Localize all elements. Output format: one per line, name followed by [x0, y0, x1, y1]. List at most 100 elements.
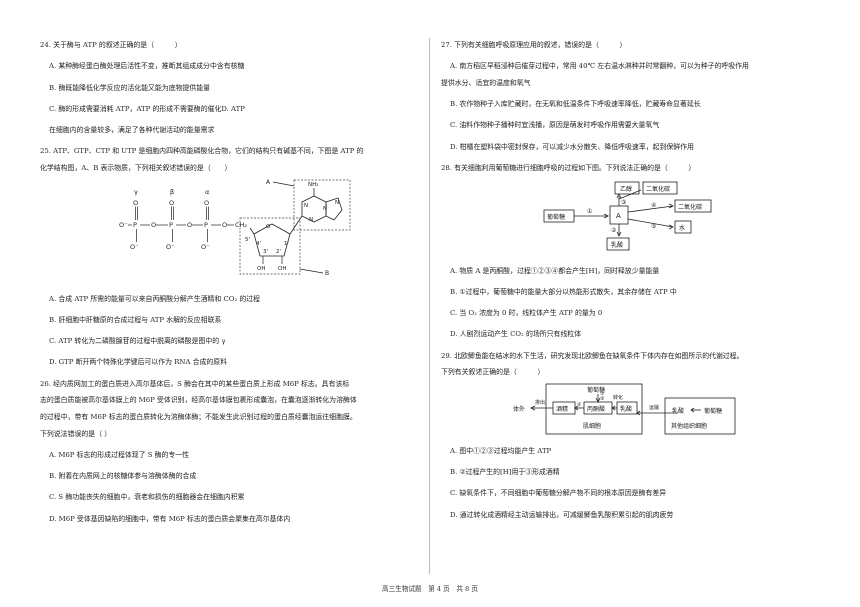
- atp-structure-figure: γ β α O O O O⁻ P O P O P O: [40, 176, 418, 288]
- o-minus-left: O⁻: [119, 221, 128, 229]
- convert-label: 转化: [613, 394, 623, 401]
- n-label-4: N: [309, 217, 313, 223]
- question-24: 24. 关于酶与 ATP 的叙述正确的是（ ） A. 某种酶经蛋白酶处理后活性不…: [40, 40, 418, 136]
- step1-label: ①: [587, 208, 592, 215]
- carp-metabolism-diagram: 体外 排出 酒精 葡萄糖 丙酮酸 转化 乳酸 肌细胞 运输 乳酸 葡萄糖 其他组…: [513, 383, 736, 435]
- q26-stem-line2: 志的蛋白质能被高尔基体膜上的 M6P 受体识别，经高尔基体膜包裹形成囊泡，在囊泡…: [40, 396, 357, 405]
- question-26: 26. 经内质网加工的蛋白质进入高尔基体后，S 酶会在其中的某些蛋白质上形成 M…: [40, 379, 418, 525]
- o-top-beta: O: [169, 199, 174, 207]
- a-label: A: [616, 212, 621, 220]
- q26-option-a: A. M6P 标志的形成过程体现了 S 酶的专一性: [49, 450, 190, 459]
- q29-option-d: D. 通过转化成酒精经主动运输排出，可减缓鲫鱼乳酸积累引起的肌肉疲劳: [450, 510, 674, 519]
- step2-label: ②: [577, 402, 582, 408]
- o-bridge-3: O: [222, 221, 227, 229]
- lactate-label: 乳酸: [611, 241, 623, 249]
- glucose-other-label: 葡萄糖: [704, 407, 722, 415]
- box-b-ribose: [239, 217, 301, 274]
- q29-stem-line1: 29. 北欧鲫鱼能在结冰的水下生活，研究发现北欧鲫鱼在缺氧条件下体内存在如图所示…: [441, 351, 744, 360]
- nh2-label: NH₂: [308, 182, 318, 188]
- box-a-adenine: [293, 179, 351, 230]
- q26-stem-line3: 的过程中，带有 M6P 标志的蛋白质转化为溶酶体酶；不能发生此识别过程的蛋白质经…: [40, 412, 357, 421]
- q25-stem-line2: 化学结构图，A、B 表示物质，下列相关叙述错误的是（ ）: [40, 164, 232, 172]
- q24-option-b: B. 酶既能降低化学反应的活化能又能为底物提供能量: [49, 83, 211, 92]
- q24-stem: 24. 关于酶与 ATP 的叙述正确的是（ ）: [40, 41, 182, 49]
- p-beta: P: [169, 221, 173, 229]
- q27-option-a-line1: A. 南方稻区早稻浸种后催芽过程中，常用 40℃ 左右温水淋种并时常翻种，可以为…: [450, 62, 749, 71]
- co2-right-label: 二氧化碳: [678, 203, 702, 211]
- transport-label: 运输: [649, 404, 659, 411]
- ethanol-label: 乙醇: [620, 185, 632, 193]
- q27-option-a-line2: 提供水分、适宜的温度和氧气: [441, 78, 531, 87]
- q26-option-d: D. M6P 受体基因缺陷的细胞中，带有 M6P 标志的蛋白质会聚集在高尔基体内: [49, 514, 291, 523]
- c5-label: 5': [245, 237, 250, 243]
- lactate-box: [606, 237, 630, 250]
- q28-stem: 28. 有关细胞利用葡萄糖进行细胞呼吸的过程如下图。下列说法正确的是（ ）: [441, 164, 696, 172]
- q25-option-c: C. ATP 转化为二磷酸腺苷的过程中脱离的磷酸是图中的 γ: [49, 337, 226, 346]
- column-divider: [429, 38, 430, 574]
- o-minus-alpha: O⁻: [201, 243, 210, 251]
- lactate-other-label: 乳酸: [672, 407, 684, 415]
- question-25: 25. ATP、GTP、CTP 和 UTP 是细胞内四种高能磷酸化合物，它们的结…: [40, 146, 418, 368]
- muscle-cell-box: [545, 383, 643, 435]
- page-footer: 高三生物试题 第 4 页 共 8 页: [382, 585, 478, 593]
- p-gamma: P: [133, 221, 137, 229]
- p-alpha: P: [204, 221, 208, 229]
- o-minus-gamma: O⁻: [130, 243, 139, 251]
- n-label-3: N: [335, 200, 339, 206]
- gamma-label: γ: [134, 188, 138, 196]
- excrete-label: 排出: [535, 399, 545, 406]
- left-column: 24. 关于酶与 ATP 的叙述正确的是（ ） A. 某种酶经蛋白酶处理后活性不…: [40, 40, 418, 535]
- o-minus-beta: O⁻: [166, 243, 175, 251]
- q26-stem-line1: 26. 经内质网加工的蛋白质进入高尔基体后，S 酶会在其中的某些蛋白质上形成 M…: [40, 379, 350, 388]
- ethanol-box: [614, 181, 640, 194]
- water-box: [674, 220, 692, 233]
- q25-option-a: A. 合成 ATP 所需的能量可以来自丙酮酸分解产生酒精和 CO₂ 的过程: [49, 294, 261, 303]
- respiration-figure: 葡萄糖 A 乙醇 二氧化碳 二氧化碳 水 乳酸 ① ② ③ ④ ⑤: [441, 176, 826, 260]
- co2-top-label: 二氧化碳: [646, 185, 670, 193]
- ch2-label: CH₂: [235, 221, 247, 229]
- water-label: 水: [679, 224, 685, 232]
- q27-option-c: C. 油料作物种子播种时宜浅播，原因是萌发时呼吸作用需要大量氧气: [450, 121, 660, 130]
- q24-option-a: A. 某种酶经蛋白酶处理后活性不变，推断其组成成分中含有核糖: [49, 62, 245, 71]
- co2-top-box: [642, 181, 678, 194]
- o-bridge-2: O: [187, 221, 192, 229]
- q25-stem-line1: 25. ATP、GTP、CTP 和 UTP 是细胞内四种高能磷酸化合物，它们的结…: [40, 147, 364, 156]
- n-label-1: N: [304, 203, 308, 209]
- q28-option-a: A. 物质 A 是丙酮酸，过程①②③④都会产生[H]，同时释放少量能量: [450, 266, 660, 275]
- ethanol-label: 酒精: [556, 405, 568, 413]
- q27-stem: 27. 下列有关细胞呼吸原理应用的叙述，错误的是（ ）: [441, 41, 627, 49]
- carp-metabolism-figure: 体外 排出 酒精 葡萄糖 丙酮酸 转化 乳酸 肌细胞 运输 乳酸 葡萄糖 其他组…: [441, 380, 826, 440]
- q24-option-c: C. 酶的形成需要消耗 ATP，ATP 的形成不需要酶的催化D. ATP: [49, 104, 245, 113]
- q29-option-a: A. 图中①②③过程均能产生 ATP: [450, 446, 552, 455]
- outside-label: 体外: [513, 405, 525, 413]
- oh-left: OH: [257, 266, 265, 272]
- q26-option-c: C. S 酶功能丧失的细胞中，衰老和损伤的细胞器会在细胞内积累: [49, 493, 245, 502]
- step3-label: ③: [621, 199, 626, 206]
- o-top-gamma: O: [133, 199, 138, 207]
- q29-option-b: B. ②过程产生的[H]用于③形成酒精: [450, 468, 560, 477]
- q26-option-b: B. 附着在内质网上的核糖体参与溶酶体酶的合成: [49, 472, 197, 481]
- c1-label: 1': [284, 241, 289, 247]
- q24-option-d: 在细胞内的含量较多，满足了各种代谢活动的能量需求: [49, 126, 215, 135]
- n-label-2: N: [323, 206, 327, 212]
- q28-option-d: D. 人剧烈运动产生 CO₂ 的场所只有线粒体: [450, 330, 582, 339]
- alpha-label: α: [205, 188, 209, 196]
- o-top-alpha: O: [204, 199, 209, 207]
- question-29: 29. 北欧鲫鱼能在结冰的水下生活，研究发现北欧鲫鱼在缺氧条件下体内存在如图所示…: [441, 351, 826, 521]
- step3-label: ③: [600, 396, 604, 402]
- glucose-label: 葡萄糖: [547, 213, 565, 221]
- right-column: 27. 下列有关细胞呼吸原理应用的叙述，错误的是（ ） A. 南方稻区早稻浸种后…: [441, 40, 826, 531]
- q29-stem-line2: 下列有关叙述正确的是（ ）: [441, 368, 545, 377]
- c3-label: 3': [263, 249, 268, 255]
- other-cell-box: [664, 397, 736, 435]
- q29-option-c: C. 缺氧条件下，不同细胞中葡萄糖分解产物不同的根本原因是酶有差异: [450, 489, 667, 498]
- ribose-o: O: [266, 224, 271, 230]
- pyruvate-label: 丙酮酸: [587, 405, 605, 413]
- o-bridge-1: O: [151, 221, 156, 229]
- label-a: A: [266, 179, 271, 186]
- other-cell-label: 其他组织细胞: [671, 422, 707, 430]
- step2-label: ②: [611, 227, 617, 234]
- respiration-diagram: 葡萄糖 A 乙醇 二氧化碳 二氧化碳 水 乳酸 ① ② ③ ④ ⑤: [543, 181, 712, 250]
- q26-stem-line4: 下列说法错误的是（ ）: [40, 429, 112, 438]
